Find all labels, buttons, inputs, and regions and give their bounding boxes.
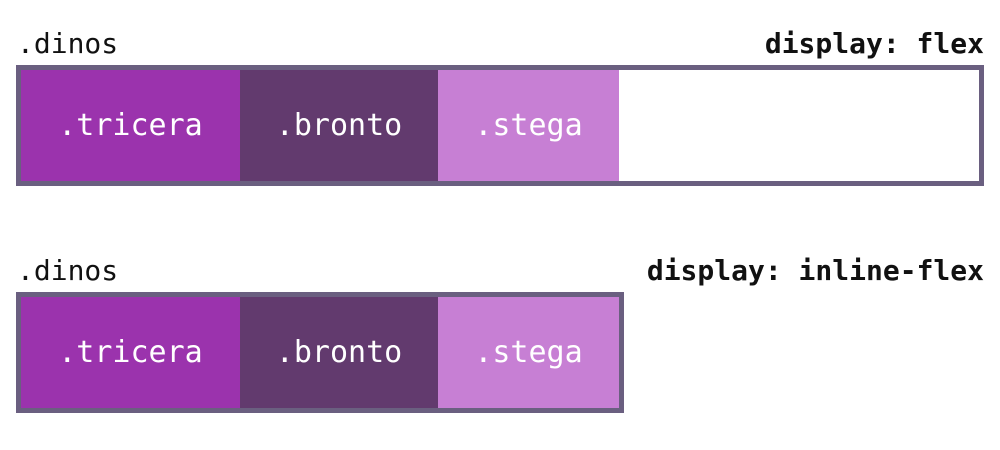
- item-tricera: .tricera: [21, 297, 240, 408]
- display-label-inline-flex: display: inline-flex: [646, 254, 984, 287]
- item-stega: .stega: [438, 70, 619, 181]
- container-label-flex: .dinos: [17, 27, 119, 60]
- item-bronto: .bronto: [240, 297, 438, 408]
- item-bronto: .bronto: [240, 70, 438, 181]
- dinos-container-inline-flex: .tricera .bronto .stega: [16, 292, 624, 413]
- dinos-container-flex: .tricera .bronto .stega: [16, 65, 984, 186]
- item-tricera: .tricera: [21, 70, 240, 181]
- display-label-flex: display: flex: [764, 27, 984, 60]
- item-stega: .stega: [438, 297, 619, 408]
- container-label-inline-flex: .dinos: [17, 254, 119, 287]
